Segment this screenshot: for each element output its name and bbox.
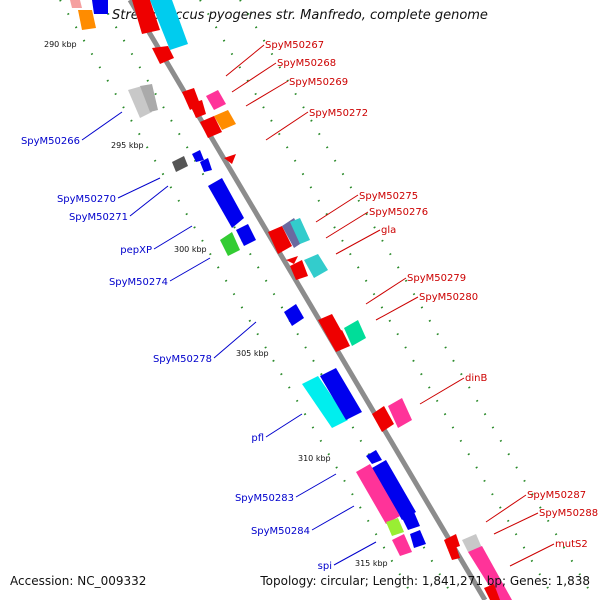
gene-arrow: [372, 460, 416, 520]
gene-label: SpyM50283: [235, 493, 294, 504]
gene-label: SpyM50267: [265, 40, 324, 51]
gene-features-top: [70, 0, 188, 64]
gene-arrow: [140, 84, 158, 112]
map-title: Streptococcus pyogenes str. Manfredo, co…: [112, 8, 488, 23]
gene-features-290: [128, 84, 236, 138]
gene-arrow: [284, 304, 304, 326]
gene-label: pfl: [251, 433, 264, 444]
gene-arrow: [320, 368, 362, 420]
gene-arrow: [462, 534, 482, 552]
gene-arrow: [304, 254, 328, 278]
gene-arrow: [290, 260, 308, 280]
gene-features-310: [356, 450, 512, 600]
gene-label: SpyM50275: [359, 191, 418, 202]
gene-label: SpyM50280: [419, 292, 478, 303]
gene-arrow: [224, 154, 236, 164]
gene-arrow: [372, 406, 394, 432]
label-leaders: [81, 44, 555, 567]
gene-arrow: [192, 150, 204, 162]
gene-label: SpyM50279: [407, 273, 466, 284]
scale-tick-label: 315 kbp: [355, 559, 388, 568]
gene-features-305: [302, 368, 412, 432]
gene-arrow: [318, 314, 342, 338]
gene-label: pepXP: [120, 245, 152, 256]
gene-arrow: [150, 0, 188, 50]
gene-arrow: [410, 530, 426, 548]
gene-arrow: [448, 546, 460, 560]
gene-arrow: [268, 226, 292, 254]
gene-label: dinB: [465, 373, 487, 384]
gene-label: SpyM50288: [539, 508, 598, 519]
gene-arrow: [220, 232, 240, 256]
gene-arrow: [302, 376, 348, 428]
scale-tick-label: 310 kbp: [298, 454, 331, 463]
gene-arrow: [286, 256, 298, 264]
gene-arrow: [190, 100, 206, 118]
gene-arrow: [206, 90, 226, 110]
gene-arrow: [468, 546, 512, 600]
gene-features-300: [284, 304, 366, 352]
gene-label: SpyM50287: [527, 490, 586, 501]
gene-arrow: [392, 534, 412, 556]
gene-arrow: [132, 0, 160, 34]
scale-tick-label: 290 kbp: [44, 40, 77, 49]
gene-arrow: [386, 518, 404, 536]
gene-label: spi: [318, 561, 332, 572]
gene-arrow: [290, 218, 310, 244]
gene-label: SpyM50271: [69, 212, 128, 223]
gene-label: SpyM50278: [153, 354, 212, 365]
gene-arrow: [328, 330, 350, 352]
gene-features-295: [172, 150, 328, 280]
gene-arrow: [388, 398, 412, 428]
gene-label: SpyM50266: [21, 136, 80, 147]
gene-arrow: [70, 0, 82, 8]
gene-label: SpyM50284: [251, 526, 310, 537]
gene-label: SpyM50276: [369, 207, 428, 218]
gene-arrow: [402, 512, 420, 530]
gene-arrow: [366, 450, 382, 464]
accession-text: Accession: NC_009332: [10, 574, 147, 588]
gene-label: SpyM50272: [309, 108, 368, 119]
genome-summary-text: Topology: circular; Length: 1,841,271 bp…: [260, 574, 590, 588]
gene-label: SpyM50274: [109, 277, 168, 288]
gene-arrow: [344, 320, 366, 346]
scale-tick-label: 300 kbp: [174, 245, 207, 254]
gene-arrow: [78, 10, 96, 30]
gene-arrow: [172, 156, 188, 172]
gene-arrow: [200, 158, 212, 172]
gene-label: SpyM50268: [277, 58, 336, 69]
scale-tick-label: 295 kbp: [111, 141, 144, 150]
gene-arrow: [236, 224, 256, 246]
gene-label: mutS2: [555, 539, 588, 550]
gene-arrow: [208, 178, 244, 228]
gene-label: SpyM50270: [57, 194, 116, 205]
gene-arrow: [92, 0, 108, 14]
gene-arrow: [484, 584, 500, 600]
scale-tick-label: 305 kbp: [236, 349, 269, 358]
gene-arrow: [200, 116, 222, 138]
gene-arrow: [214, 110, 236, 130]
gene-arrow: [152, 46, 174, 64]
gene-label: gla: [381, 225, 396, 236]
gene-arrow: [356, 464, 400, 524]
gene-arrow: [128, 86, 152, 118]
gene-label: SpyM50269: [289, 77, 348, 88]
